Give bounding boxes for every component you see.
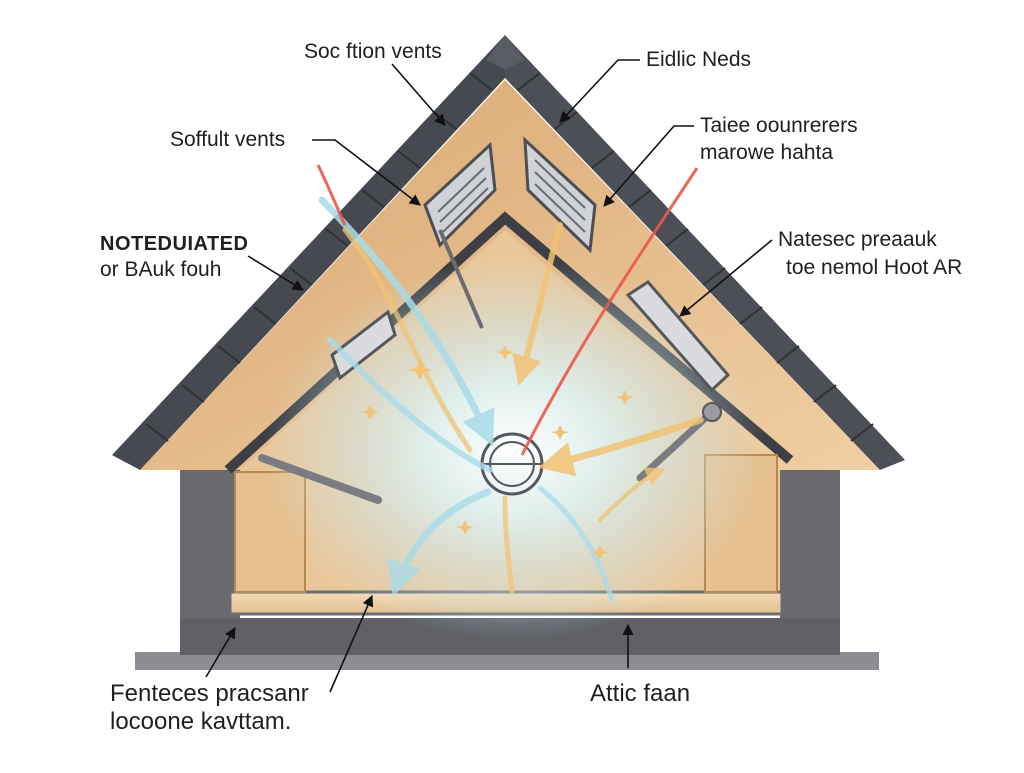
label-locoone-kavttam: locoone kavttam. — [110, 708, 291, 736]
label-eidlic-neds: Eidlic Neds — [646, 48, 751, 72]
label-soffit-vents: Soffult vents — [170, 128, 285, 152]
label-notteduiated: NOTEDUIATED — [100, 232, 248, 256]
label-marowe-hahta: marowe hahta — [700, 141, 833, 165]
label-soc-ftion-vents: Soc ftion vents — [304, 40, 442, 64]
label-fenteces-pracsanr: Fenteces pracsanr — [110, 680, 309, 708]
airflow-glow — [265, 260, 765, 640]
hot-air-line-left — [318, 165, 345, 225]
label-natesec-preaauk: Natesec preaauk — [778, 228, 937, 252]
label-or-bauk-fouh: or BAuk fouh — [100, 258, 221, 282]
label-attic-fan: Attic faan — [590, 680, 690, 708]
label-toe-nemol-hoot-ar: toe nemol Hoot AR — [786, 256, 962, 280]
label-taiee-oounrerers: Taiee oounrerers — [700, 114, 858, 138]
